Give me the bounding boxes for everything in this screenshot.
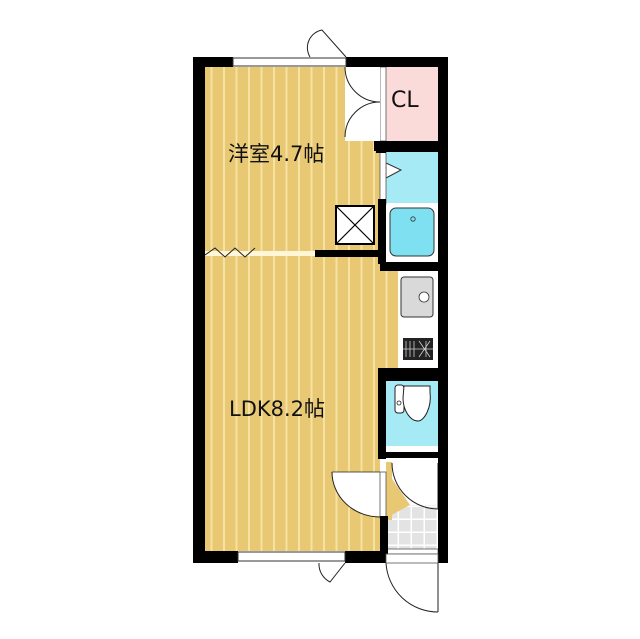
toilet-door-swing — [331, 471, 387, 519]
ldk-room-label: LDK8.2帖 — [229, 397, 326, 421]
window-bottom — [237, 551, 346, 562]
partition-sliding-door — [204, 247, 386, 258]
western-room-label: 洋室4.7帖 — [228, 142, 325, 166]
kitchen — [398, 270, 438, 370]
toilet-room — [386, 381, 438, 454]
closet-door-swings — [344, 66, 381, 141]
window-top — [232, 57, 347, 67]
top-window-door-swing — [306, 29, 347, 58]
closet-label: CL — [391, 88, 419, 113]
pipe-space — [335, 205, 375, 245]
entrance — [385, 458, 439, 555]
bottom-window-door-swing — [318, 562, 346, 583]
bathroom — [379, 151, 438, 262]
walls — [193, 57, 448, 563]
entrance-door-swing — [385, 553, 439, 613]
